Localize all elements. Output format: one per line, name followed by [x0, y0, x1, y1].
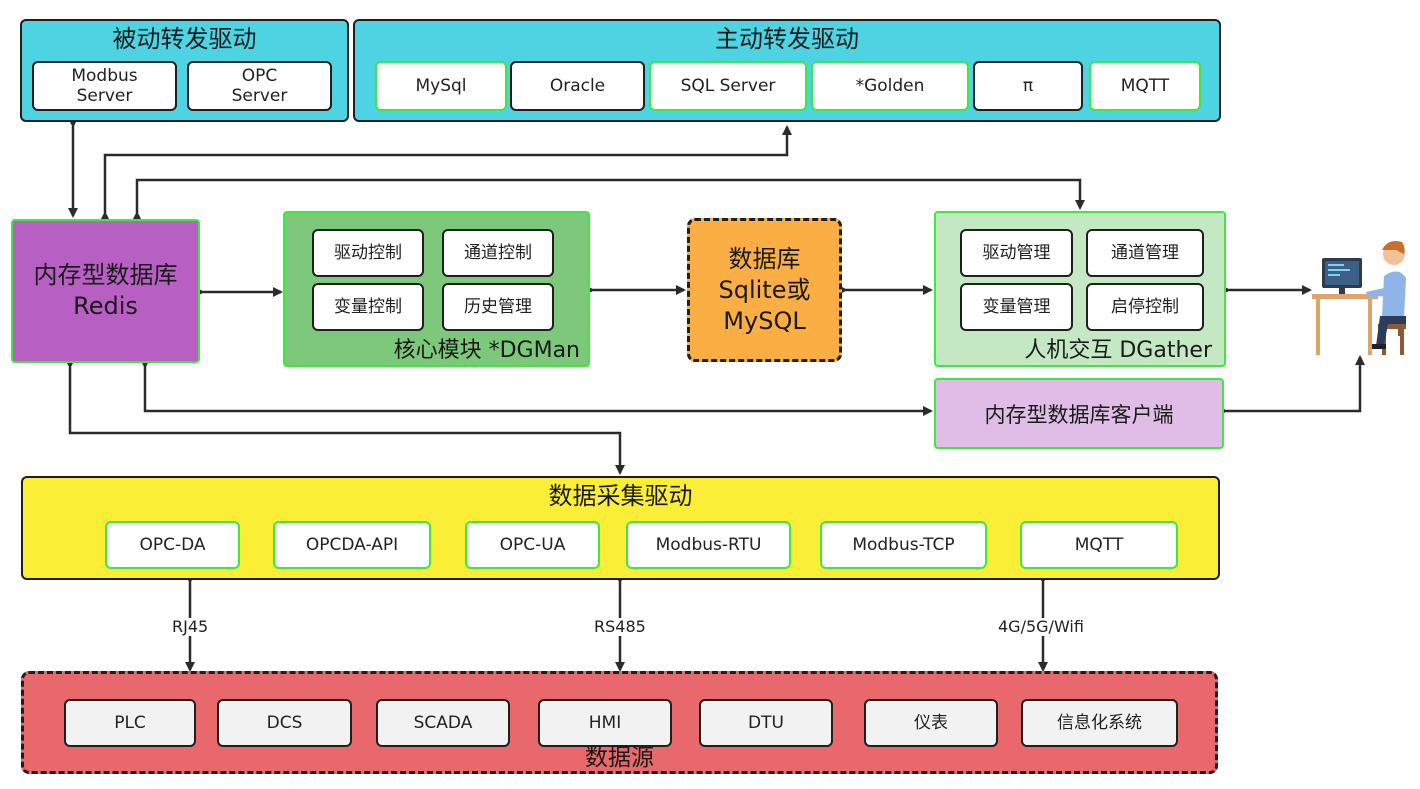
scada-chip[interactable]: SCADA [376, 699, 510, 747]
instrument-label: 仪表 [914, 713, 948, 733]
hmi-dgather-title: 人机交互 DGather [1024, 338, 1212, 363]
channel-management-label: 通道管理 [1111, 243, 1179, 263]
wireless-label: 4G/5G/Wifi [996, 617, 1086, 636]
mqtt-forward-label: MQTT [1120, 76, 1170, 96]
channel-control-label: 通道控制 [464, 243, 532, 263]
information-system-label: 信息化系统 [1057, 713, 1142, 733]
redis-box[interactable]: 内存型数据库 Redis [11, 219, 200, 363]
data-acquisition-panel: 数据采集驱动 OPC-DA OPCDA-API OPC-UA Modbus-RT… [21, 476, 1220, 580]
opcda-api-chip[interactable]: OPCDA-API [273, 521, 431, 569]
driver-management-label: 驱动管理 [982, 243, 1051, 263]
dcs-label: DCS [266, 713, 303, 733]
golden-label: *Golden [855, 76, 925, 96]
mqtt-forward-chip[interactable]: MQTT [1089, 61, 1201, 111]
variable-control-label: 变量控制 [334, 297, 402, 317]
modbus-rtu-chip[interactable]: Modbus-RTU [626, 521, 791, 569]
golden-chip[interactable]: *Golden [811, 61, 969, 111]
redis-client-arrow [140, 359, 933, 416]
instrument-chip[interactable]: 仪表 [864, 699, 998, 747]
information-system-chip[interactable]: 信息化系统 [1021, 699, 1178, 747]
data-acquisition-title: 数据采集驱动 [548, 482, 693, 510]
modbus-tcp-label: Modbus-TCP [852, 535, 955, 555]
dtu-chip[interactable]: DTU [699, 699, 833, 747]
data-source-panel: PLC DCS SCADA HMI DTU 仪表 信息化系统 数据源 [21, 671, 1218, 774]
plc-chip[interactable]: PLC [64, 699, 196, 747]
start-stop-control-chip[interactable]: 启停控制 [1086, 283, 1204, 331]
redis-line2: Redis [73, 292, 138, 320]
modbus-server-chip[interactable]: Modbus Server [32, 61, 177, 111]
plc-label: PLC [114, 713, 146, 733]
rs485-label: RS485 [592, 617, 648, 636]
active-forward-panel: 主动转发驱动 MySql Oracle SQL Server *Golden π… [353, 19, 1221, 122]
opcda-api-label: OPCDA-API [305, 535, 399, 555]
active-forward-title: 主动转发驱动 [715, 25, 859, 53]
driver-management-chip[interactable]: 驱动管理 [960, 229, 1073, 277]
modbus-server-label: Modbus Server [71, 66, 138, 106]
opc-server-label: OPC Server [231, 66, 288, 106]
modbus-rtu-label: Modbus-RTU [655, 535, 762, 555]
mqtt-acquire-chip[interactable]: MQTT [1020, 521, 1178, 569]
pi-chip[interactable]: π [973, 61, 1083, 111]
opc-server-chip[interactable]: OPC Server [187, 61, 332, 111]
database-line3: MySQL [723, 306, 806, 335]
data-source-title: 数据源 [585, 745, 654, 771]
passive-forward-title: 被动转发驱动 [112, 25, 257, 53]
hmi-source-chip[interactable]: HMI [538, 699, 672, 747]
redis-acquire-arrow [65, 359, 625, 475]
channel-control-chip[interactable]: 通道控制 [442, 229, 554, 277]
redis-active-arrow [100, 125, 792, 221]
history-management-label: 历史管理 [464, 297, 532, 317]
mqtt-acquire-label: MQTT [1074, 535, 1124, 555]
driver-control-chip[interactable]: 驱动控制 [312, 229, 424, 277]
oracle-chip[interactable]: Oracle [510, 61, 645, 111]
opc-da-chip[interactable]: OPC-DA [105, 521, 240, 569]
client-user-arrow [1218, 355, 1365, 416]
dcs-chip[interactable]: DCS [217, 699, 352, 747]
opc-da-label: OPC-DA [139, 535, 206, 555]
redis-client-label: 内存型数据库客户端 [984, 402, 1174, 427]
start-stop-control-label: 启停控制 [1111, 297, 1179, 317]
mysql-chip[interactable]: MySql [375, 61, 507, 111]
scada-label: SCADA [413, 713, 473, 733]
redis-hmi-arrow [132, 178, 1085, 221]
redis-client-box[interactable]: 内存型数据库客户端 [934, 378, 1224, 449]
modbus-tcp-chip[interactable]: Modbus-TCP [820, 521, 987, 569]
hmi-source-label: HMI [588, 713, 622, 733]
opc-ua-label: OPC-UA [499, 535, 566, 555]
variable-management-label: 变量管理 [982, 297, 1051, 317]
opc-ua-chip[interactable]: OPC-UA [465, 521, 600, 569]
redis-line1: 内存型数据库 [33, 261, 178, 289]
core-module-title: 核心模块 *DGMan [393, 338, 580, 363]
passive-forward-panel: 被动转发驱动 Modbus Server OPC Server [20, 19, 349, 122]
oracle-label: Oracle [549, 76, 606, 96]
hmi-dgather-panel: 驱动管理 通道管理 变量管理 启停控制 人机交互 DGather [934, 211, 1226, 367]
person-at-computer-icon [1312, 241, 1406, 355]
variable-control-chip[interactable]: 变量控制 [312, 283, 424, 331]
sql-server-label: SQL Server [680, 76, 776, 96]
driver-control-label: 驱动控制 [334, 243, 402, 263]
mysql-label: MySql [415, 76, 467, 96]
pi-label: π [1022, 76, 1034, 96]
dtu-label: DTU [748, 713, 784, 733]
channel-management-chip[interactable]: 通道管理 [1086, 229, 1204, 277]
database-line1: 数据库 [728, 244, 801, 273]
database-line2: Sqlite或 [718, 275, 811, 304]
core-module-panel: 驱动控制 通道控制 变量控制 历史管理 核心模块 *DGMan [283, 211, 590, 367]
variable-management-chip[interactable]: 变量管理 [960, 283, 1073, 331]
database-box[interactable]: 数据库 Sqlite或 MySQL [687, 218, 842, 362]
history-management-chip[interactable]: 历史管理 [442, 283, 554, 331]
sql-server-chip[interactable]: SQL Server [649, 61, 807, 111]
rj45-label: RJ45 [170, 617, 211, 636]
